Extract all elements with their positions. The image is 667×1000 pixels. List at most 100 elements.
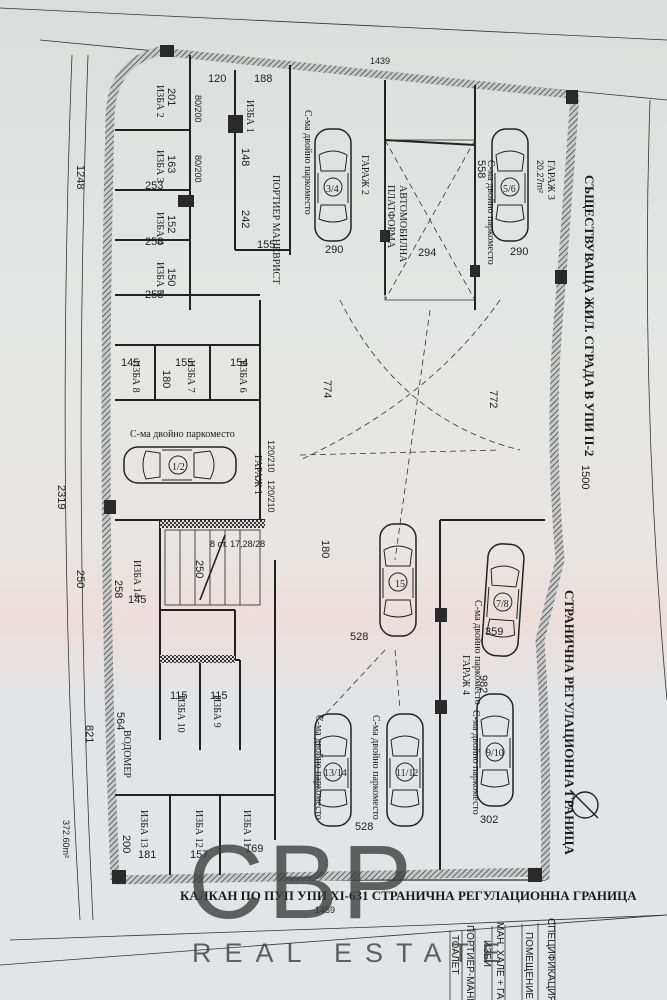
dim: 180 xyxy=(319,540,331,558)
garage-label: ГАРАЖ 3 xyxy=(545,160,556,200)
spot-label: 13/14 xyxy=(324,768,347,779)
garage-area: 20.27m² xyxy=(535,160,545,193)
spec-row: МАН. ХАЛЕ + ГАРАЖИ xyxy=(494,922,505,1000)
dim: 258 xyxy=(145,236,163,248)
dim-left-3: 821 xyxy=(83,725,95,743)
dim: 242 xyxy=(239,210,251,228)
dim: 528 xyxy=(350,631,368,643)
column xyxy=(435,608,447,622)
column xyxy=(228,115,243,133)
dim: 359 xyxy=(485,626,503,638)
garage-label: ГАРАЖ 4 xyxy=(460,655,471,695)
dim-right-length: 1500 xyxy=(579,465,591,489)
dim-bottom-width: 1459 xyxy=(315,905,335,915)
column xyxy=(178,195,194,207)
dim-left-1: 1248 xyxy=(74,165,86,189)
spec-title: СПЕЦИФИКАЦИЯ xyxy=(545,918,556,1000)
dim: 253 xyxy=(145,180,163,192)
room-label: ИЗБА 1 xyxy=(244,100,255,133)
dim: 774 xyxy=(321,380,333,398)
dim: 528 xyxy=(355,821,373,833)
spec-row: ПОМЕЩЕНИЕ xyxy=(523,932,534,999)
dim: 163 xyxy=(165,155,177,173)
sheet-border xyxy=(0,7,667,966)
dim-left-2: 250 xyxy=(74,570,86,588)
parking-note: С-ма двойно паркоместо xyxy=(472,600,483,705)
dim: 200 xyxy=(120,835,132,853)
platform-label: ПЛАТФОРМА xyxy=(385,185,396,249)
area-note: 372.60m² xyxy=(61,820,71,858)
spec-table xyxy=(429,914,667,1000)
platform-dim: 294 xyxy=(418,247,436,259)
spot-label: 9/10 xyxy=(486,748,504,759)
room-label: ИЗБА 5 xyxy=(154,262,165,295)
watermark-brand: CBP xyxy=(188,824,416,941)
stair-dim: 250 xyxy=(193,560,205,578)
watermark-tagline: REAL ESTATE xyxy=(192,938,513,968)
dim: 290 xyxy=(325,244,343,256)
room-label: ИЗБА 4 xyxy=(154,212,165,245)
staircase xyxy=(164,529,261,606)
north-arrow-icon xyxy=(569,789,599,819)
column xyxy=(160,520,265,528)
dim: 145 xyxy=(128,594,146,606)
outer-walls xyxy=(101,45,580,885)
dim: 290 xyxy=(510,246,528,258)
dim: 180 xyxy=(160,370,172,388)
room-label: ИЗБА 8 xyxy=(130,360,141,393)
dim: 772 xyxy=(487,390,499,408)
dim: 150 xyxy=(165,268,177,286)
dim: 201 xyxy=(165,88,177,106)
boundary-right-label: СТРАНИЧНА РЕГУЛАЦИОННА ГРАНИЦА xyxy=(562,590,577,855)
spot-label: 7/8 xyxy=(496,599,509,610)
room-label: ИЗБА 14 xyxy=(131,560,142,598)
dim: 115 xyxy=(210,690,228,702)
parking-note: С-ма двойно паркоместо xyxy=(130,429,235,440)
dim: 145 xyxy=(121,357,139,369)
door-dim: 80/200 xyxy=(193,95,203,123)
room-label: ИЗБА 11 xyxy=(241,810,252,847)
dim: 982 xyxy=(477,675,489,693)
dim: 253 xyxy=(145,289,163,301)
dim: 155 xyxy=(257,239,275,251)
dim: 154 xyxy=(230,357,248,369)
room-label: ИЗБА 13 xyxy=(138,810,149,848)
door-dim: 80/200 xyxy=(193,155,203,183)
door-dim: 120/210 xyxy=(266,480,276,513)
car-platform xyxy=(384,139,476,301)
column xyxy=(435,700,447,714)
dim: 564 xyxy=(114,712,126,730)
dim: 152 xyxy=(165,215,177,233)
parking-note: С-ма двойно паркоместо xyxy=(485,160,496,265)
room-label: ИЗБА 10 xyxy=(175,695,186,733)
column xyxy=(160,655,235,663)
maneuver-arcs xyxy=(299,299,521,721)
spot-label: 5/6 xyxy=(503,184,516,195)
spec-row: ИЗБИ xyxy=(481,940,492,967)
dim: 302 xyxy=(480,814,498,826)
dim: 558 xyxy=(475,160,487,178)
spec-row: ТОАЛЕТ xyxy=(449,935,460,974)
platform-label: АВТОМОБИЛНА xyxy=(397,185,408,263)
dim: 181 xyxy=(138,849,156,861)
door-dim: 120/210 xyxy=(266,440,276,473)
dim: 120 xyxy=(208,73,226,85)
dim: 157 xyxy=(190,849,208,861)
room-label: ИЗБА 12 xyxy=(193,810,204,848)
dim-top-width: 1439 xyxy=(370,56,390,66)
parking-note: С-ма двойно паркоместо xyxy=(370,715,381,820)
spot-label: 1/2 xyxy=(172,462,185,473)
room-label: ПОРТИЕР МАНЕВРИСТ xyxy=(270,175,281,284)
stair-label: 8 ст. 17,28/28 xyxy=(210,539,265,549)
room-label: ИЗБА 6 xyxy=(237,360,248,393)
spot-label: 15 xyxy=(395,579,405,590)
room-label: ИЗБА 7 xyxy=(185,360,196,393)
dim: 258 xyxy=(112,580,124,598)
garage-label: ГАРАЖ 1 xyxy=(252,455,263,495)
dim: 148 xyxy=(239,148,251,166)
spot-label: 3/4 xyxy=(326,184,339,195)
boundary-top-label: СЪЩЕСТВУВАЩА ЖИЛ. СГРАДА В УПИ II-2 xyxy=(582,175,597,456)
spot-label: 11/12 xyxy=(396,768,418,779)
boundary-bottom-label: КАЛКАН ПО ПУП УПИ XI-631 СТРАНИЧНА РЕГУЛ… xyxy=(180,888,637,903)
